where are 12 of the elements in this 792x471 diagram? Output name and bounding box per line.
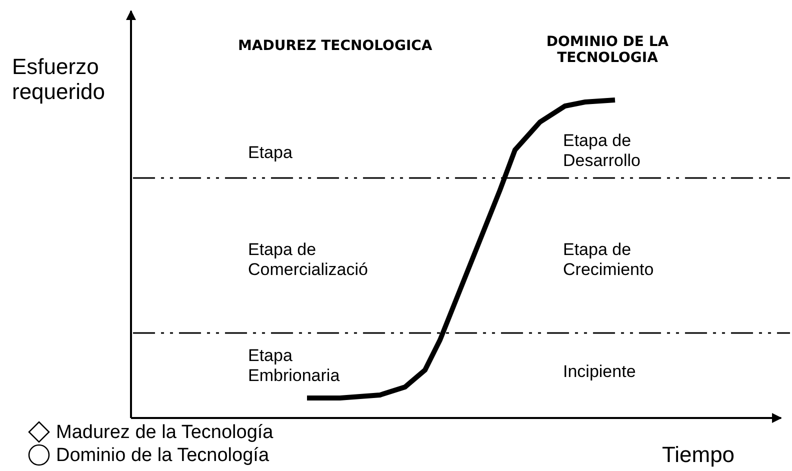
stage-label: Etapa de Crecimiento [563, 240, 655, 280]
heading: MADUREZ TECNOLOGICA [238, 38, 434, 54]
stage-label: Etapa [248, 143, 294, 163]
axis-title: Esfuerzo requerido [12, 54, 106, 105]
axis-title: Tiempo [662, 442, 736, 468]
stage-label: Etapa Embrionaria [248, 346, 341, 386]
stage-label: Incipiente [563, 362, 637, 382]
legend-text: Dominio de la Tecnología [56, 446, 270, 464]
heading: DOMINIO DE LA TECNOLOGIA [545, 34, 670, 66]
stage-label: Etapa de Desarrollo [563, 131, 642, 170]
legend-text: Madurez de la Tecnología [56, 422, 274, 442]
stage-label: Etapa de Comercializació [248, 240, 369, 280]
